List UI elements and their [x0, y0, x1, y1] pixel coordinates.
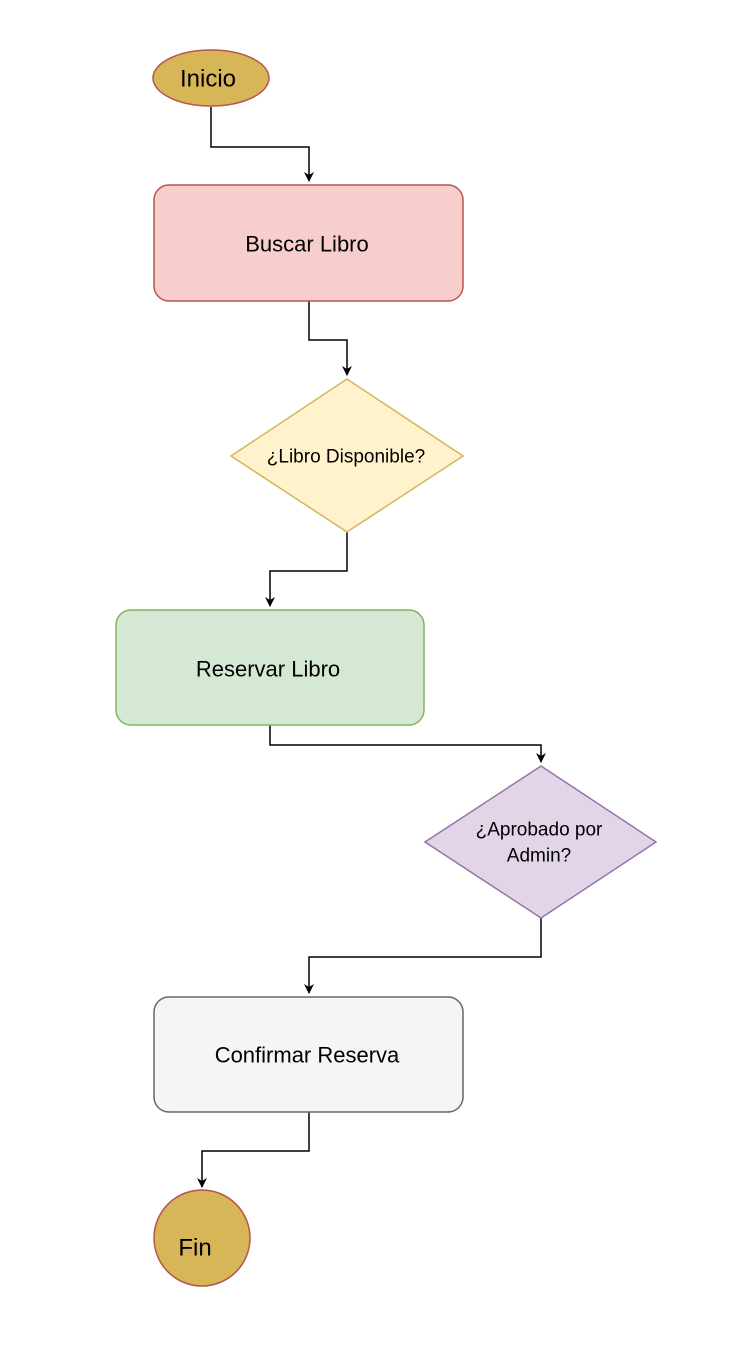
node-libro-disponible: ¿Libro Disponible? — [229, 378, 465, 533]
confirmar-reserva-label: Confirmar Reserva — [215, 1043, 400, 1068]
node-buscar-libro: Buscar Libro — [153, 184, 464, 302]
aprobado-por-admin-label-line1: ¿Aprobado por — [476, 820, 603, 841]
inicio-label: Inicio — [180, 66, 236, 93]
node-fin: Fin — [153, 1189, 251, 1287]
confirmar-reserva-box — [153, 996, 464, 1113]
aprobado-por-admin-diamond — [423, 765, 658, 919]
reservar-libro-box — [115, 609, 425, 726]
edge-reservar-to-aprobado — [269, 725, 546, 763]
edge-disponible-to-reservar — [265, 532, 348, 607]
buscar-libro-box — [153, 184, 464, 302]
node-aprobado-por-admin: ¿Aprobado por Admin? — [423, 765, 658, 919]
edges — [197, 107, 546, 1188]
buscar-libro-label: Buscar Libro — [245, 232, 369, 257]
edge-confirmar-to-fin — [197, 1112, 310, 1188]
edge-inicio-to-buscar — [210, 107, 314, 182]
aprobado-por-admin-label-line2: Admin? — [507, 846, 571, 867]
libro-disponible-label: ¿Libro Disponible? — [267, 447, 425, 468]
edge-aprobado-to-confirmar — [304, 918, 542, 994]
node-reservar-libro: Reservar Libro — [115, 609, 425, 726]
fin-label: Fin — [178, 1235, 211, 1262]
node-confirmar-reserva: Confirmar Reserva — [153, 996, 464, 1113]
edge-buscar-to-disponible — [308, 301, 352, 376]
fin-circle — [153, 1189, 251, 1287]
libro-disponible-diamond — [229, 378, 465, 533]
reservar-libro-label: Reservar Libro — [196, 657, 340, 682]
node-inicio: Inicio — [152, 49, 270, 107]
inicio-ellipse — [152, 49, 270, 107]
